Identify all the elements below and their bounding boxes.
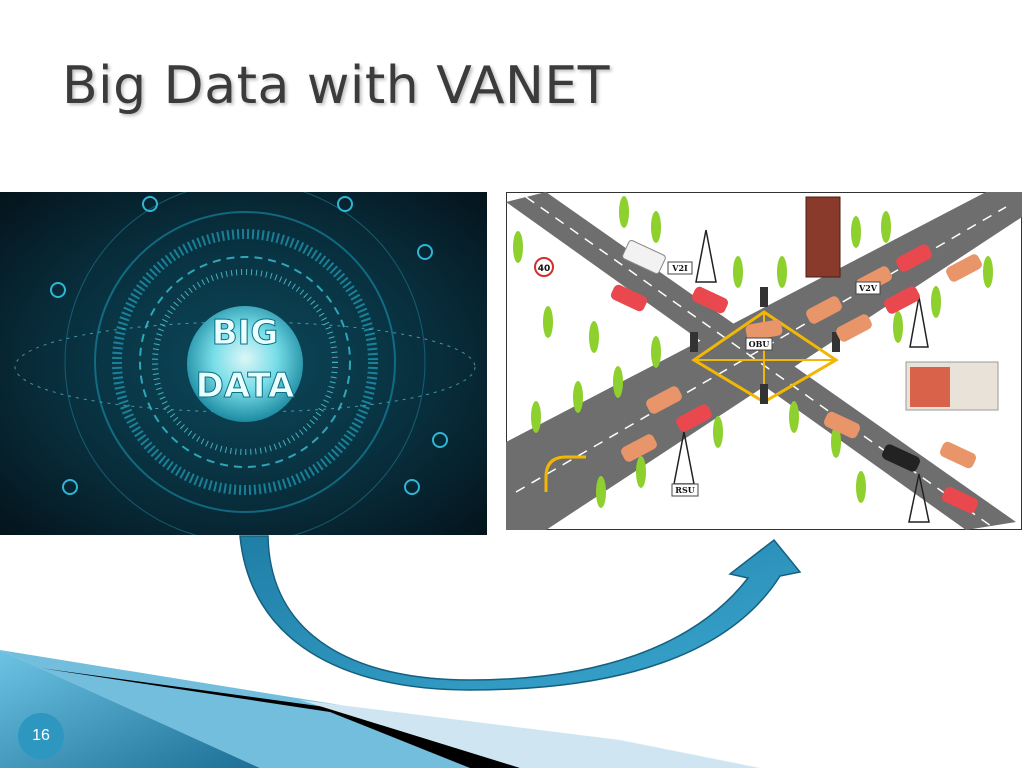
slide-number: 16 [18,713,64,759]
slide-title: Big Data with VANET [62,56,611,116]
vanet-image: 40 V2I V2V OBU RSU [506,192,1022,530]
v2i-label: V2I [671,263,688,273]
obu-label: OBU [749,339,770,349]
speed-limit-sign: 40 [538,264,551,274]
big-text: BIG [212,313,278,353]
data-text: DATA [196,366,295,406]
rsu-label: RSU [675,485,694,495]
v2v-label: V2V [858,283,878,293]
big-data-image: BIG DATA [0,192,487,535]
